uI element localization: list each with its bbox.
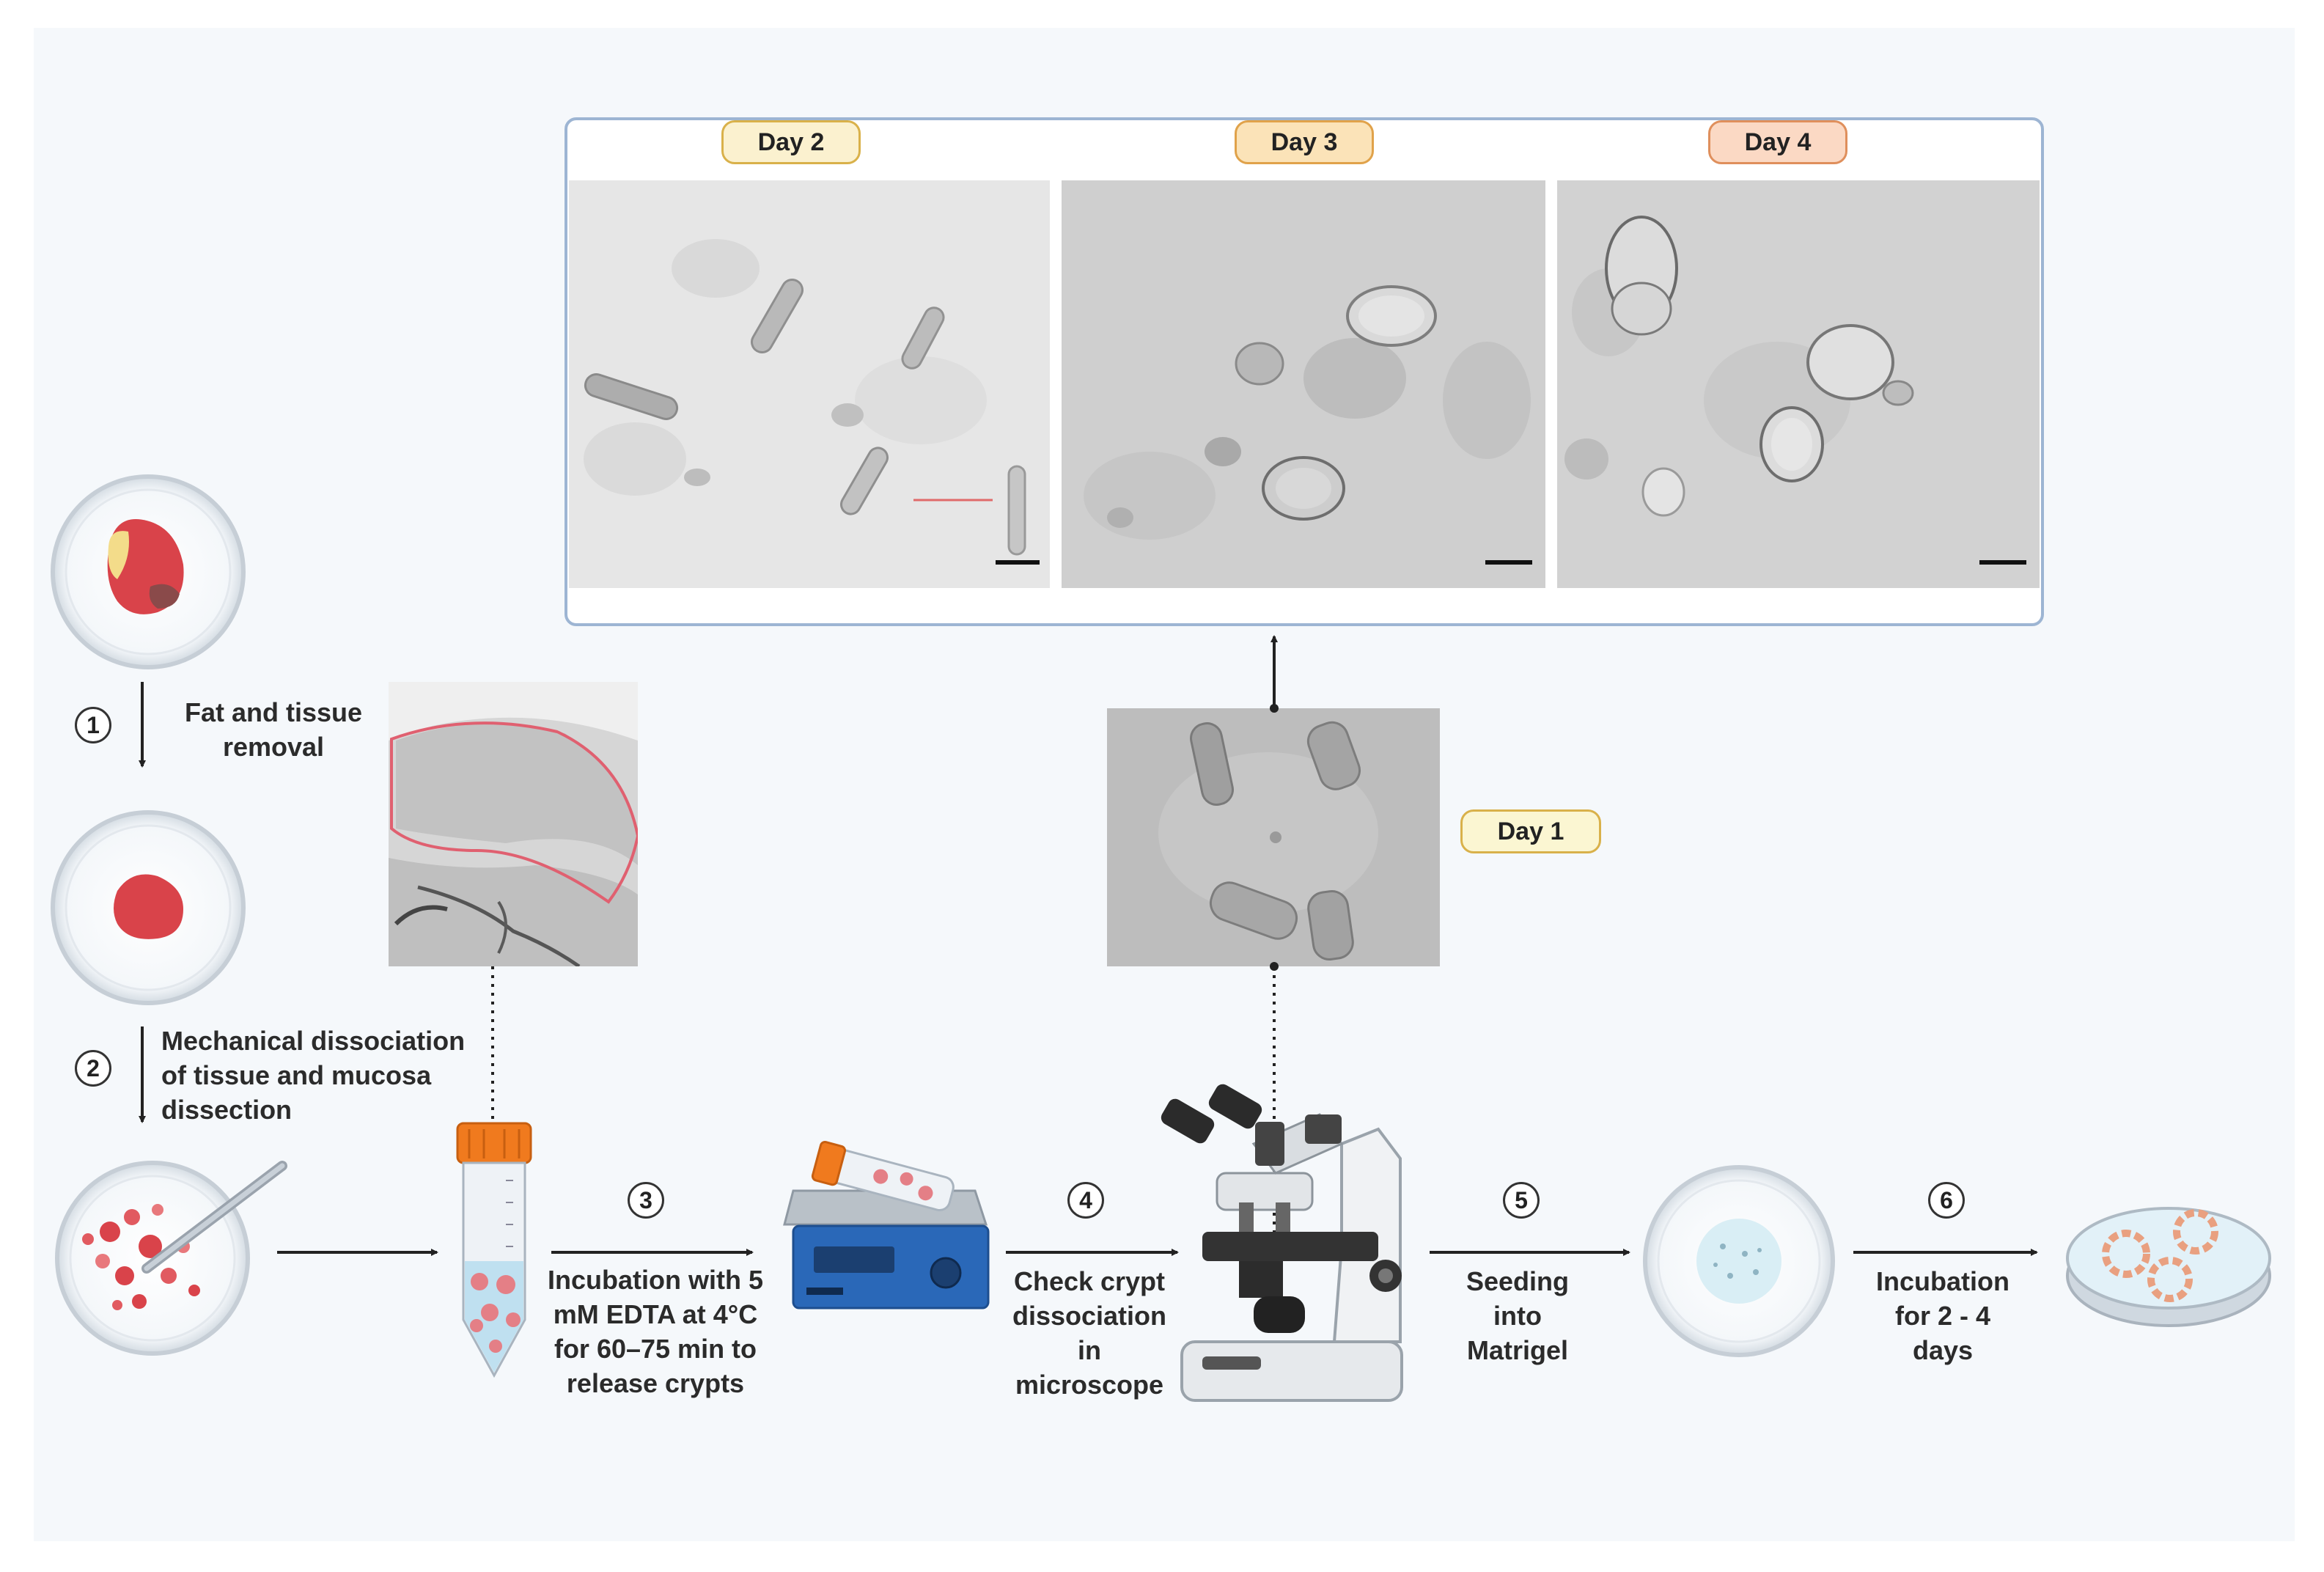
step1-label: Fat and tissue removal — [184, 697, 363, 762]
step-number-1: 1 — [75, 707, 111, 743]
step6-label: Incubation for 2 - 4 days — [1876, 1266, 2009, 1365]
petri-dish-minced-tissue — [55, 1161, 287, 1356]
micrograph-day3 — [1062, 180, 1545, 588]
tube-rotator-shaker — [783, 1141, 990, 1310]
petri-dish-organoids — [2066, 1207, 2271, 1327]
step5-label: Seeding into Matrigel — [1466, 1266, 1570, 1365]
day1-badge: Day 1 — [1460, 809, 1601, 853]
step3-label: Incubation with 5 mM EDTA at 4°C for 60–… — [548, 1265, 763, 1398]
petri-dish-matrigel — [1643, 1165, 1835, 1357]
step-number-2: 2 — [75, 1050, 111, 1087]
falcon-tube — [456, 1122, 532, 1378]
day4-badge: Day 4 — [1708, 120, 1847, 164]
tissue-section-image — [389, 682, 638, 966]
micrograph-day4 — [1557, 180, 2040, 588]
step4-label: Check crypt dissociation in microscope — [1012, 1266, 1167, 1400]
step-number-3: 3 — [628, 1182, 664, 1219]
micrograph-day2 — [569, 180, 1050, 588]
petri-dish-cleaned-tissue — [51, 810, 246, 1005]
step-number-4: 4 — [1067, 1182, 1104, 1219]
day2-badge: Day 2 — [721, 120, 861, 164]
day3-badge: Day 3 — [1235, 120, 1374, 164]
microscope — [1161, 1084, 1403, 1402]
step2-label: Mechanical dissociation of tissue and mu… — [161, 1026, 466, 1125]
step-number-5: 5 — [1503, 1182, 1540, 1219]
petri-dish-tissue-with-fat — [51, 474, 246, 669]
step-number-6: 6 — [1928, 1182, 1965, 1219]
micrograph-day1 — [1107, 708, 1440, 966]
